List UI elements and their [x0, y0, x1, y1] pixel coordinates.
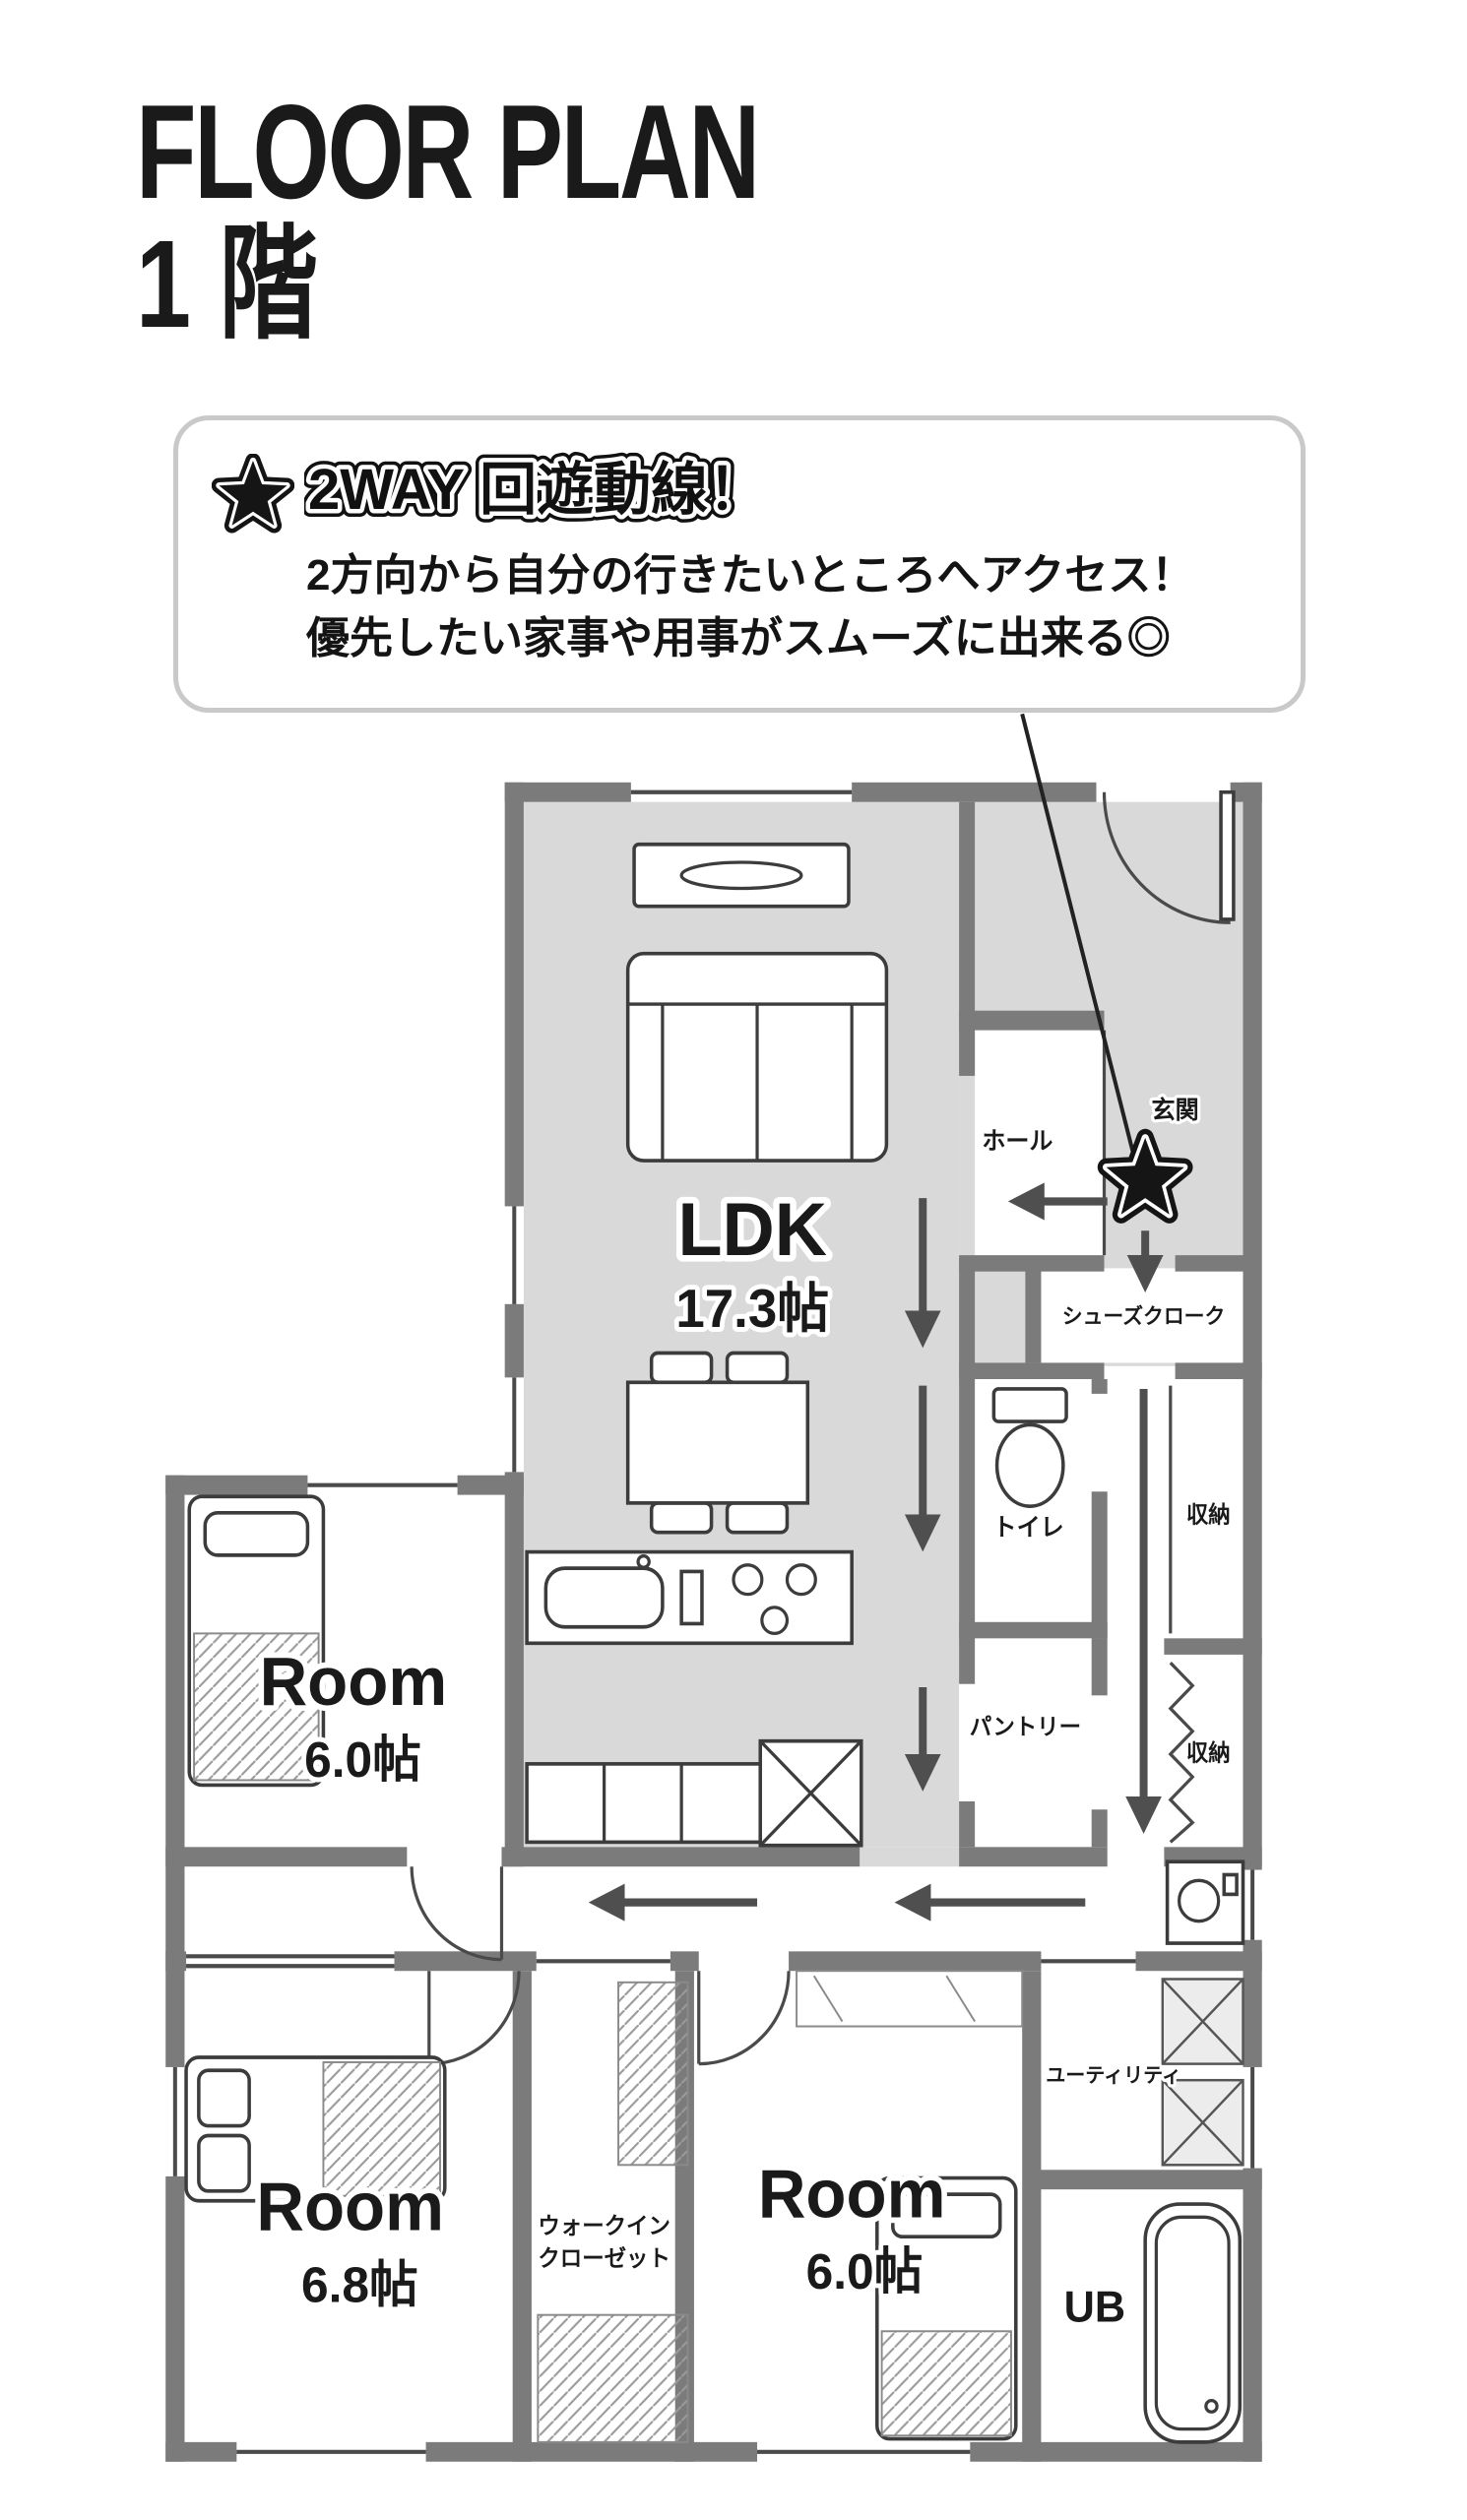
burner: [785, 1563, 817, 1597]
circulation-arrows: [588, 1182, 1164, 1922]
refrigerator-space: [758, 1738, 863, 1848]
washing-machine-spaces: [1161, 1978, 1244, 2167]
hall-floor: [975, 1030, 1105, 1259]
closet-strip-room-s: [796, 1970, 1024, 2028]
pantry-label: パントリー: [970, 1714, 1081, 1739]
entrance-star-icon: [1097, 1128, 1193, 1224]
drain: [1204, 2398, 1219, 2414]
kitchen-counter: [525, 1549, 854, 1646]
toilet-fixture: [991, 1387, 1068, 1509]
room-s-label: Room: [758, 2155, 946, 2232]
entrance-label: 玄関: [1152, 1096, 1199, 1124]
island-counter: [525, 1762, 762, 1845]
burner: [732, 1563, 764, 1597]
wic-hanger-marks: [537, 1981, 689, 2443]
bed-room-s: [875, 2175, 1018, 2441]
callout-heading: 2WAY 回遊動線！: [308, 458, 765, 522]
wic-label-line1: ウォークイン: [538, 2213, 670, 2238]
room-s-size-label: 6.0帖: [806, 2242, 924, 2300]
bed-room-sw: [184, 2055, 447, 2203]
burner: [760, 1606, 790, 1636]
ldk-label: LDK: [678, 1187, 827, 1271]
shoe-closet-label: シューズクローク: [1062, 1303, 1226, 1328]
callout-heading-svg: 2WAY 回遊動線！ 2WAY 回遊動線！: [304, 450, 773, 530]
dining-table: [625, 1351, 810, 1535]
hall-label: ホール: [982, 1128, 1052, 1155]
sofa: [625, 951, 889, 1163]
callout-heading-outline: 2WAY 回遊動線！: [308, 458, 765, 522]
walls: [165, 782, 1262, 2462]
two-way-callout: 2WAY 回遊動線！ 2WAY 回遊動線！ 2方向から自分の行きたいところへアク…: [173, 415, 1306, 713]
pillow: [197, 2133, 251, 2193]
floor-plan-drawing: LDK 17.3帖 ホール 玄関 シューズクローク トイレ 収納 パントリー 収…: [165, 713, 1262, 2462]
windows: [172, 789, 1255, 2454]
room-nw-size-label: 6.0帖: [304, 1731, 421, 1788]
room-sw-size-label: 6.8帖: [301, 2256, 418, 2313]
bifold-door-mark: [1168, 1662, 1195, 1844]
storage-upper-label: 収納: [1186, 1501, 1231, 1527]
doors: [410, 789, 1236, 2066]
toilet-label: トイレ: [993, 1515, 1064, 1542]
callout-body: 2方向から自分の行きたいところへアクセス！ 優先したい家事や用事がスムーズに出来…: [306, 544, 1194, 670]
star-icon: [212, 454, 294, 534]
callout-body-line1: 2方向から自分の行きたいところへアクセス！: [306, 551, 1195, 599]
unit-bath-label: UB: [1064, 2283, 1125, 2332]
callout-body-line2: 優先したい家事や用事がスムーズに出来る◎: [306, 613, 1171, 662]
entrance-door-leaf: [1219, 789, 1236, 921]
wic-label-line2: クローゼット: [538, 2245, 670, 2271]
floor-areas: [523, 801, 1246, 1867]
ldk-size-label: 17.3帖: [675, 1279, 829, 1339]
pillow: [891, 2192, 1002, 2239]
floor-number: 1 階: [136, 215, 318, 353]
callout-pointer-line: [1020, 713, 1135, 1152]
room-labels: LDK 17.3帖 ホール 玄関 シューズクローク トイレ 収納 パントリー 収…: [251, 1092, 1234, 2335]
page-title: FLOOR PLAN: [136, 77, 760, 226]
utility-label: ユーティリティ: [1046, 2065, 1181, 2087]
entrance-door-arc: [1102, 791, 1231, 924]
pillow: [197, 2068, 251, 2128]
vanity: [1165, 1859, 1245, 1945]
room-nw-label: Room: [260, 1643, 448, 1720]
storage-lower-label: 収納: [1186, 1739, 1231, 1765]
grill: [679, 1569, 704, 1626]
room-sw-label: Room: [256, 2169, 444, 2245]
pillow: [203, 1510, 310, 1557]
bed-room-nw: [187, 1494, 326, 1788]
bathtub: [1143, 2202, 1243, 2444]
sink: [543, 1566, 665, 1629]
tv-board: [632, 842, 851, 909]
